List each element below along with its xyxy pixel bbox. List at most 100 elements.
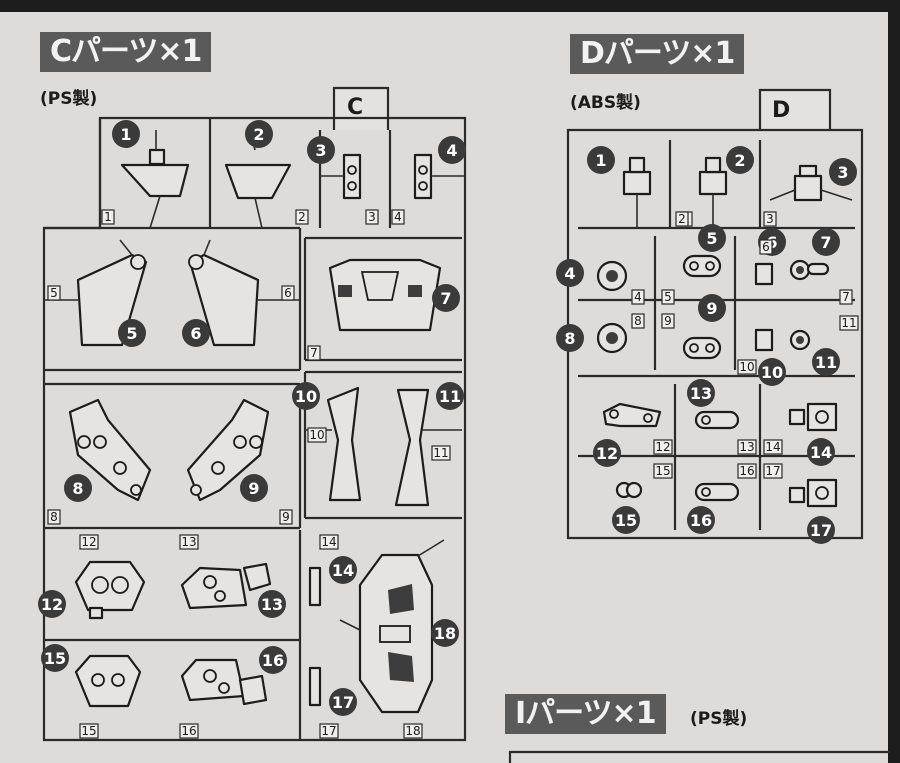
d-marker-number: 1 (595, 151, 606, 170)
svg-text:3: 3 (766, 212, 774, 226)
d-marker-number: 12 (596, 444, 618, 463)
svg-text:17: 17 (321, 724, 336, 738)
d-marker-number: 5 (706, 229, 717, 248)
svg-text:14: 14 (765, 440, 780, 454)
c-runner: C (42, 86, 467, 742)
c-marker-9: 9 (240, 474, 268, 502)
d-part-2-shape (698, 170, 728, 196)
c-marker-13: 13 (258, 590, 286, 618)
svg-text:9: 9 (664, 314, 672, 328)
c-part-5-shape (76, 253, 148, 347)
c-part-label-9: 9 (279, 509, 293, 525)
c-runner-tag: C (347, 95, 363, 120)
d-marker-number: 13 (690, 384, 712, 403)
c-part-10-shape (326, 386, 362, 502)
d-material-label: (ABS製) (570, 93, 641, 113)
svg-text:6: 6 (762, 240, 770, 254)
c-marker-number: 8 (72, 479, 83, 498)
c-marker-18: 18 (431, 619, 459, 647)
svg-text:9: 9 (282, 510, 290, 524)
c-marker-7: 7 (432, 284, 460, 312)
svg-text:8: 8 (634, 314, 642, 328)
svg-text:7: 7 (310, 346, 318, 360)
svg-text:6: 6 (284, 286, 292, 300)
c-part-12-shape (74, 560, 146, 612)
d-marker-number: 11 (815, 353, 837, 372)
c-part-label-15: 15 (79, 723, 99, 739)
d-marker-number: 4 (564, 264, 575, 283)
svg-text:3: 3 (368, 210, 376, 224)
c-part-label-11: 11 (431, 445, 451, 461)
svg-text:13: 13 (181, 535, 196, 549)
c-part-label-17: 17 (319, 723, 339, 739)
right-border (888, 0, 900, 763)
c-marker-17: 17 (329, 688, 357, 716)
d-marker-15: 15 (612, 506, 640, 534)
i-material-label: (PS製) (690, 709, 748, 729)
svg-text:13: 13 (739, 440, 754, 454)
svg-text:18: 18 (405, 724, 420, 738)
d-marker-9: 9 (698, 294, 726, 322)
c-part-13-shape (180, 566, 248, 610)
d-marker-number: 16 (690, 511, 712, 530)
d-marker-10: 10 (758, 358, 786, 386)
svg-text:15: 15 (81, 724, 96, 738)
c-marker-number: 9 (248, 479, 259, 498)
d-marker-number: 10 (761, 363, 783, 382)
d-part-label-13: 13 (737, 439, 757, 455)
c-part-label-18: 18 (403, 723, 423, 739)
c-marker-16: 16 (259, 646, 287, 674)
c-marker-2: 2 (245, 120, 273, 148)
c-part-14-shape (308, 566, 322, 607)
c-marker-number: 18 (434, 624, 456, 643)
d-runner-tag: D (772, 98, 790, 123)
i-parts-header: Iパーツ×1 (505, 694, 666, 734)
c-marker-3: 3 (307, 136, 335, 164)
c-part-label-4: 4 (391, 209, 405, 225)
d-part-10-shape (754, 328, 774, 352)
c-marker-number: 6 (190, 324, 201, 343)
c-marker-number: 1 (120, 125, 131, 144)
c-part-15-shape (74, 654, 142, 708)
c-marker-number: 4 (446, 141, 457, 160)
c-marker-number: 16 (262, 651, 284, 670)
d-part-6-shape (754, 262, 774, 286)
svg-text:2: 2 (678, 212, 686, 226)
svg-text:15: 15 (655, 464, 670, 478)
c-marker-number: 3 (315, 141, 326, 160)
c-runner-tag-box (332, 86, 390, 130)
svg-text:14: 14 (321, 535, 336, 549)
c-marker-10: 10 (292, 382, 320, 410)
svg-text:10: 10 (739, 360, 754, 374)
c-marker-number: 5 (126, 324, 137, 343)
c-runner-grid (44, 118, 462, 740)
d-runner: D (566, 88, 864, 540)
c-marker-number: 17 (332, 693, 354, 712)
d-marker-5: 5 (698, 224, 726, 252)
c-marker-number: 14 (332, 561, 354, 580)
d-marker-13: 13 (687, 379, 715, 407)
c-marker-5: 5 (118, 319, 146, 347)
d-part-1-shape (622, 170, 652, 196)
d-marker-3: 3 (829, 158, 857, 186)
d-marker-number: 15 (615, 511, 637, 530)
c-marker-11: 11 (436, 382, 464, 410)
d-marker-12: 12 (593, 439, 621, 467)
d-part-label-14: 14 (763, 439, 783, 455)
c-part-3-shape (342, 153, 362, 200)
d-marker-number: 9 (706, 299, 717, 318)
svg-text:4: 4 (634, 290, 642, 304)
c-marker-number: 10 (295, 387, 317, 406)
d-part-label-12: 12 (653, 439, 673, 455)
c-part-1-knob (148, 148, 166, 166)
svg-text:1: 1 (104, 210, 112, 224)
svg-text:8: 8 (50, 510, 58, 524)
c-marker-4: 4 (438, 136, 466, 164)
c-part-label-16: 16 (179, 723, 199, 739)
c-marker-number: 13 (261, 595, 283, 614)
d-part-3-shape (793, 174, 823, 202)
c-marker-15: 15 (41, 644, 69, 672)
c-part-18-shape (358, 553, 434, 714)
d-marker-number: 14 (810, 443, 832, 462)
d-part-label-16: 16 (737, 463, 757, 479)
